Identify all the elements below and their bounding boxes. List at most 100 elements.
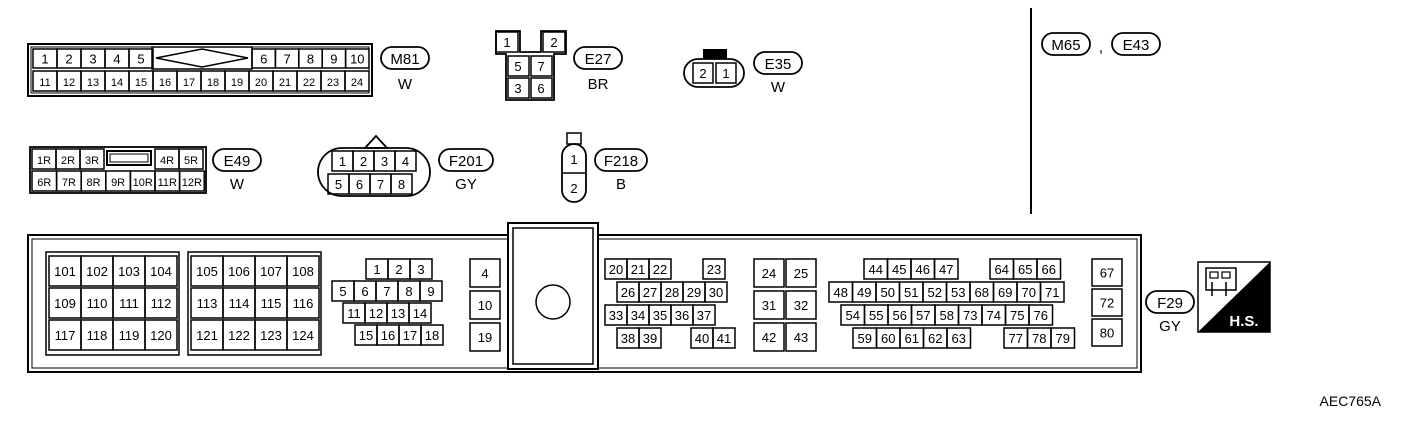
connector-label-e27: E27 BR (573, 46, 623, 93)
hs-badge: H.S. (1197, 261, 1271, 333)
pin-f201-3: 3 (381, 154, 388, 169)
pin-f29-17: 17 (403, 328, 417, 343)
pin-f29-66: 66 (1042, 262, 1056, 277)
pin-m81-6: 6 (260, 52, 267, 67)
pin-f29-104: 104 (150, 264, 172, 279)
pin-m81-22: 22 (303, 77, 315, 89)
pin-f29-49: 49 (857, 285, 871, 300)
pin-cell (1028, 304, 1054, 326)
pin-f29-79: 79 (1056, 331, 1070, 346)
pin-f201-8: 8 (398, 177, 405, 192)
pin-f29-8: 8 (405, 284, 412, 299)
pin-f29-64: 64 (995, 262, 1009, 277)
pin-f29-37: 37 (697, 308, 711, 323)
figure-code: AEC765A (1320, 393, 1382, 409)
pin-f29-43: 43 (794, 330, 808, 345)
pin-m81-21: 21 (279, 77, 291, 89)
pin-cell (1039, 281, 1065, 303)
pin-e49-3r: 3R (85, 155, 99, 167)
wire-color-e49: W (230, 176, 245, 193)
pin-cell (1091, 288, 1123, 317)
pin-f29-26: 26 (621, 285, 635, 300)
pin-m81-18: 18 (207, 77, 219, 89)
pin-f201-4: 4 (402, 154, 409, 169)
pin-f29-59: 59 (858, 331, 872, 346)
pin-f29-77: 77 (1009, 331, 1023, 346)
connector-f218: 1 2 F218 B (561, 132, 648, 203)
pin-cell (420, 324, 444, 346)
pin-f29-75: 75 (1010, 308, 1024, 323)
pin-m81-17: 17 (183, 77, 195, 89)
connector-id-f29: F29 (1157, 295, 1183, 312)
pin-f29-101: 101 (54, 264, 76, 279)
connector-id-e27: E27 (585, 51, 612, 68)
pin-f201-6: 6 (356, 177, 363, 192)
pin-m81-8: 8 (307, 52, 314, 67)
pin-cell (785, 258, 817, 288)
pin-m81-19: 19 (231, 77, 243, 89)
pin-f29-1: 1 (373, 262, 380, 277)
pin-cell (785, 290, 817, 320)
pin-f29-106: 106 (228, 264, 250, 279)
pin-m81-15: 15 (135, 77, 147, 89)
pin-f29-70: 70 (1022, 285, 1036, 300)
pin-f29-20: 20 (609, 262, 623, 277)
pin-f29-121: 121 (196, 328, 218, 343)
pin-f29-58: 58 (940, 308, 954, 323)
combo-separator: , (1099, 39, 1103, 56)
connector-label-e35: E35 W (753, 51, 803, 96)
pin-f29-105: 105 (196, 264, 218, 279)
pin-m81-3: 3 (89, 52, 96, 67)
pin-f201-1: 1 (339, 154, 346, 169)
pin-cell (469, 322, 501, 352)
pin-m81-1: 1 (41, 52, 48, 67)
pin-f201-7: 7 (377, 177, 384, 192)
pin-f29-80: 80 (1100, 326, 1114, 341)
pin-cell (409, 258, 433, 280)
pin-cell (933, 258, 959, 280)
pin-e35-1: 1 (722, 66, 729, 81)
pin-f29-41: 41 (717, 331, 731, 346)
pin-cell (286, 255, 320, 287)
pin-f201-5: 5 (335, 177, 342, 192)
pin-e35-2: 2 (699, 66, 706, 81)
pin-f201-2: 2 (360, 154, 367, 169)
pin-f29-46: 46 (916, 262, 930, 277)
connector-label-f218: F218 B (594, 148, 648, 193)
pin-cell (178, 148, 204, 170)
connector-id-f218: F218 (604, 153, 638, 170)
pin-f29-54: 54 (846, 308, 860, 323)
pin-cell (753, 290, 785, 320)
pin-cell (753, 322, 785, 352)
pin-cell (785, 322, 817, 352)
pin-cell (1091, 258, 1123, 287)
pin-f29-25: 25 (794, 266, 808, 281)
pin-f29-52: 52 (928, 285, 942, 300)
pin-e27-2: 2 (550, 35, 557, 50)
pin-cell (144, 255, 178, 287)
wire-color-f201: GY (455, 176, 477, 193)
pin-f29-30: 30 (709, 285, 723, 300)
pin-e49-5r: 5R (184, 155, 198, 167)
connector-label-f29: F29 GY (1145, 290, 1195, 335)
pin-f29-35: 35 (653, 308, 667, 323)
pin-m81-7: 7 (283, 52, 290, 67)
pin-f29-119: 119 (119, 328, 140, 343)
pin-f29-113: 113 (197, 296, 218, 311)
wire-color-e27: BR (588, 76, 609, 93)
pin-f29-53: 53 (951, 285, 965, 300)
pin-f29-10: 10 (478, 298, 492, 313)
pin-f29-32: 32 (794, 298, 808, 313)
pin-e27-6: 6 (537, 81, 544, 96)
pin-m81-24: 24 (351, 77, 363, 89)
connector-id-e43: E43 (1123, 37, 1150, 54)
pin-f29-122: 122 (228, 328, 250, 343)
pin-e49-4r: 4R (160, 155, 174, 167)
pin-f29-50: 50 (881, 285, 895, 300)
wire-color-f29: GY (1159, 318, 1181, 335)
pin-f29-15: 15 (359, 328, 373, 343)
pin-f29-116: 116 (293, 296, 314, 311)
pin-cell (178, 170, 205, 192)
